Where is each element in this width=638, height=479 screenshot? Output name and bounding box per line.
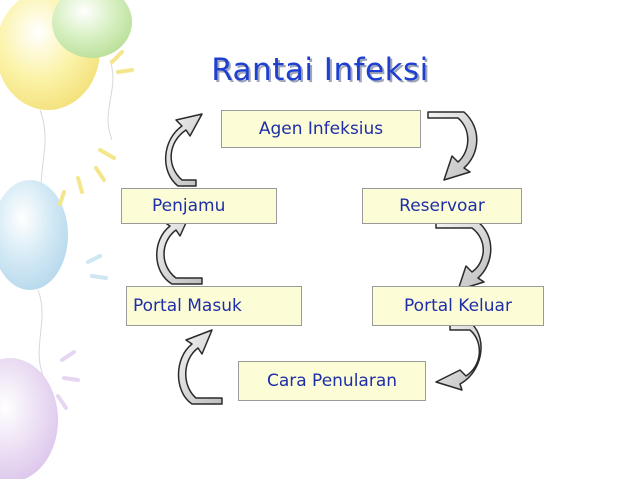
arrow-reservoar-to-keluar	[435, 221, 492, 291]
node-reservoar: Reservoar	[362, 188, 522, 224]
node-agen-infeksius: Agen Infeksius	[221, 110, 421, 148]
node-label: Agen Infeksius	[258, 119, 384, 139]
balloon-green	[52, 0, 132, 58]
node-label: Portal Masuk	[133, 296, 242, 316]
node-label: Cara Penularan	[266, 371, 398, 391]
node-portal-masuk: Portal Masuk	[126, 286, 302, 326]
node-penjamu: Penjamu	[121, 188, 277, 224]
arrow-penjamu-to-agen	[164, 113, 203, 187]
arrow-masuk-to-penjamu	[156, 213, 203, 285]
node-label: Penjamu	[152, 196, 226, 216]
node-portal-keluar: Portal Keluar	[372, 286, 544, 326]
arrow-keluar-to-cara	[435, 323, 482, 391]
node-cara-penularan: Cara Penularan	[238, 361, 426, 401]
node-label: Reservoar	[399, 196, 485, 216]
node-label: Portal Keluar	[404, 296, 512, 316]
balloon-purple	[0, 358, 58, 479]
slide-title: Rantai Infeksi	[211, 52, 429, 88]
balloon-blue	[0, 180, 68, 290]
arrow-cara-to-masuk	[177, 329, 223, 405]
arrow-agen-to-reservoar	[427, 111, 478, 181]
sparkle-lines	[58, 50, 134, 206]
